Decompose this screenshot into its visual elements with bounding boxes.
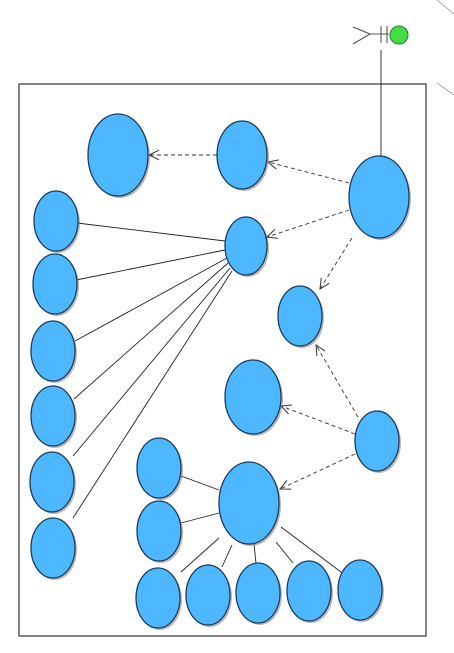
association-line[interactable] xyxy=(75,249,226,281)
use-case-a[interactable] xyxy=(87,113,150,198)
actor-head-icon xyxy=(389,25,409,45)
use-case-u[interactable] xyxy=(286,560,333,623)
use-case-ellipse xyxy=(185,564,231,626)
use-case-ellipse xyxy=(337,559,383,621)
arrowhead-icon xyxy=(265,229,278,239)
dependency-line xyxy=(266,209,350,238)
use-case-ellipse xyxy=(224,359,282,435)
association-line[interactable] xyxy=(221,544,233,568)
association-line[interactable] xyxy=(76,222,226,242)
arrowhead-icon xyxy=(278,480,292,490)
dependency-line xyxy=(319,237,353,290)
use-case-c[interactable] xyxy=(277,285,324,348)
use-case-g[interactable] xyxy=(32,253,79,316)
use-case-p[interactable] xyxy=(136,437,183,500)
dependency-arrow[interactable] xyxy=(279,404,356,435)
use-case-ellipse xyxy=(354,410,400,472)
association-line[interactable] xyxy=(180,512,220,524)
dependency-line xyxy=(279,453,356,490)
dependency-arrow[interactable] xyxy=(265,209,350,239)
association-layer xyxy=(72,50,382,576)
use-case-t[interactable] xyxy=(235,562,282,625)
dependency-arrow[interactable] xyxy=(278,453,356,490)
system-boundary[interactable] xyxy=(18,83,427,637)
association-line[interactable] xyxy=(280,526,346,576)
association-line[interactable] xyxy=(72,270,233,519)
use-case-ellipse xyxy=(224,216,268,276)
use-case-ellipse xyxy=(30,320,76,382)
use-case-i[interactable] xyxy=(30,385,77,448)
use-case-l[interactable] xyxy=(224,359,283,436)
use-case-ellipse xyxy=(286,560,332,622)
use-case-ellipse xyxy=(216,120,268,190)
arrowhead-icon xyxy=(315,344,326,357)
association-line[interactable] xyxy=(74,257,228,342)
use-case-ellipse xyxy=(33,190,79,252)
association-line[interactable] xyxy=(253,543,257,564)
use-case-r[interactable] xyxy=(135,567,182,630)
association-line[interactable] xyxy=(180,475,220,491)
use-case-d[interactable] xyxy=(224,216,269,277)
association-line[interactable] xyxy=(275,541,294,564)
use-case-j[interactable] xyxy=(29,451,76,514)
use-case-ellipse xyxy=(218,461,280,545)
use-case-ellipse xyxy=(30,517,76,579)
arrowhead-icon xyxy=(319,278,330,290)
use-case-o[interactable] xyxy=(218,461,281,546)
use-case-ellipse xyxy=(136,500,182,562)
dependency-arrow[interactable] xyxy=(266,159,350,184)
use-case-q[interactable] xyxy=(136,500,183,563)
association-line[interactable] xyxy=(73,262,229,400)
use-case-b[interactable] xyxy=(216,120,269,191)
use-case-ellipse xyxy=(32,253,78,315)
use-case-h[interactable] xyxy=(30,320,77,383)
dependency-line xyxy=(315,344,359,418)
use-case-k[interactable] xyxy=(30,517,77,580)
use-case-s[interactable] xyxy=(185,564,232,627)
use-case-ellipse xyxy=(136,437,182,499)
use-case-ellipse xyxy=(87,113,149,197)
dependency-line xyxy=(280,405,356,435)
use-case-e[interactable] xyxy=(348,155,411,240)
use-case-ellipse xyxy=(348,155,410,239)
use-case-ellipse xyxy=(29,451,75,513)
dependency-layer xyxy=(147,149,359,490)
use-case-ellipse xyxy=(30,385,76,447)
arrowhead-icon xyxy=(279,404,293,415)
use-case-v[interactable] xyxy=(337,559,384,622)
frame-edge xyxy=(436,0,454,15)
association-line[interactable] xyxy=(180,537,220,573)
dependency-line xyxy=(267,161,350,184)
use-case-layer xyxy=(29,113,411,630)
use-case-ellipse xyxy=(235,562,281,624)
use-case-f[interactable] xyxy=(33,190,80,253)
use-case-m[interactable] xyxy=(354,410,401,473)
use-case-ellipse xyxy=(135,567,181,629)
stick-figure-actor-icon xyxy=(352,25,409,45)
arrowhead-icon xyxy=(266,159,279,170)
actor[interactable] xyxy=(352,25,409,45)
dependency-arrow[interactable] xyxy=(315,344,359,418)
dependency-arrow[interactable] xyxy=(147,149,217,161)
frame-edge xyxy=(436,82,454,96)
dependency-arrow[interactable] xyxy=(319,237,353,290)
use-case-ellipse xyxy=(277,285,323,347)
association-line[interactable] xyxy=(72,267,231,457)
